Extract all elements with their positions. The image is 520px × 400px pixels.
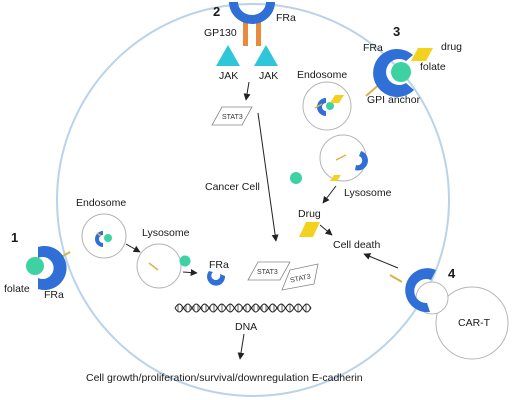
drug-label-top: drug <box>441 41 462 53</box>
drug-icon-endosome-right <box>330 95 344 103</box>
jak-label-right: JAK <box>259 70 278 82</box>
dna-strand-2 <box>174 303 312 313</box>
receptor-icon-lysosome-right <box>355 151 368 171</box>
cancer-cell-membrane <box>56 3 450 397</box>
step-number-3: 3 <box>393 24 400 39</box>
anchor-lysosome-left <box>148 262 159 271</box>
receptor-icon-left <box>38 246 67 290</box>
folate-icon-free <box>290 172 302 184</box>
anchor-lysosome-right <box>335 154 347 161</box>
arrow-endosome-to-lysosome <box>125 243 141 253</box>
receptor-icon-cart <box>405 268 436 313</box>
lysosome-label-right: Lysosome <box>344 187 392 199</box>
step-number-1: 1 <box>11 230 18 245</box>
gpi-anchor-label: GPI anchor <box>367 94 421 106</box>
folate-label-right: folate <box>420 61 446 73</box>
drug-label-mid: Drug <box>298 208 321 220</box>
folate-icon-endosome-left <box>104 234 112 242</box>
anchor-endosome-right <box>314 103 323 109</box>
gp130-left <box>243 22 248 46</box>
cancer-cell-label: Cancer Cell <box>205 181 260 193</box>
receptor-icon-endosome-right <box>317 98 326 116</box>
receptor-icon-right <box>373 48 414 97</box>
stat3-label-a: STAT3 <box>257 269 278 276</box>
arrow-cart-to-death <box>363 253 399 269</box>
jak-icon-right <box>254 45 278 66</box>
folate-icon-left <box>26 257 44 275</box>
step-number-2: 2 <box>213 4 220 19</box>
fra-label-top: FRa <box>276 12 296 24</box>
lysosome-left <box>136 243 182 289</box>
arrow-stat3-to-nucleus <box>257 112 279 242</box>
dna-icon <box>174 303 312 313</box>
car-t-cell <box>435 286 509 360</box>
stat3-icon-a <box>247 261 291 281</box>
lysosome-label-left: Lysosome <box>142 227 190 239</box>
folate-label-left: folate <box>4 283 30 295</box>
jak-icon-left <box>216 45 240 66</box>
stat3-label-top: STAT3 <box>222 114 243 121</box>
folate-icon-right <box>391 62 411 82</box>
car-t-label: CAR-T <box>458 317 491 329</box>
drug-icon-mid <box>299 222 320 237</box>
endosome-label-right: Endosome <box>297 69 347 81</box>
arrow-dna-to-outcome <box>237 333 245 360</box>
receptor-icon-endosome-left <box>95 231 103 247</box>
fra-label-mid: FRa <box>209 259 229 271</box>
stat3-icon-b <box>281 263 319 291</box>
endosome-label-left: Endosome <box>76 197 126 209</box>
gp130-label: GP130 <box>204 27 237 39</box>
lysosome-right <box>319 134 367 182</box>
outcome-text: Cell growth/proliferation/survival/downr… <box>86 372 363 384</box>
jak-label-left: JAK <box>219 70 238 82</box>
step-number-4: 4 <box>448 266 456 281</box>
arrow-lysosome-to-drug <box>322 185 337 204</box>
arrow-jak-to-stat3 <box>243 81 251 101</box>
folate-icon-endosome-right <box>326 102 334 110</box>
gp130-right <box>256 22 261 46</box>
fra-label-right: FRa <box>363 42 383 54</box>
stat3-icon-top <box>211 106 253 126</box>
dna-label: DNA <box>235 321 257 333</box>
receptor-icon-top <box>229 2 275 24</box>
fra-label-left: FRa <box>44 289 64 301</box>
arrow-drug-to-death <box>319 224 333 236</box>
anchor-endosome-left <box>96 232 102 237</box>
cell-death-label: Cell death <box>333 239 380 251</box>
drug-icon-lysosome <box>330 175 341 181</box>
receptor-icon-recycled <box>207 271 226 286</box>
gpi-anchor-cart <box>389 274 403 283</box>
arrow-lysosome-to-fra <box>182 269 198 277</box>
stat3-label-b: STAT3 <box>290 273 312 284</box>
endosome-left <box>81 213 127 259</box>
folate-icon-lysosome-left <box>179 255 191 267</box>
drug-icon-top <box>411 48 433 61</box>
